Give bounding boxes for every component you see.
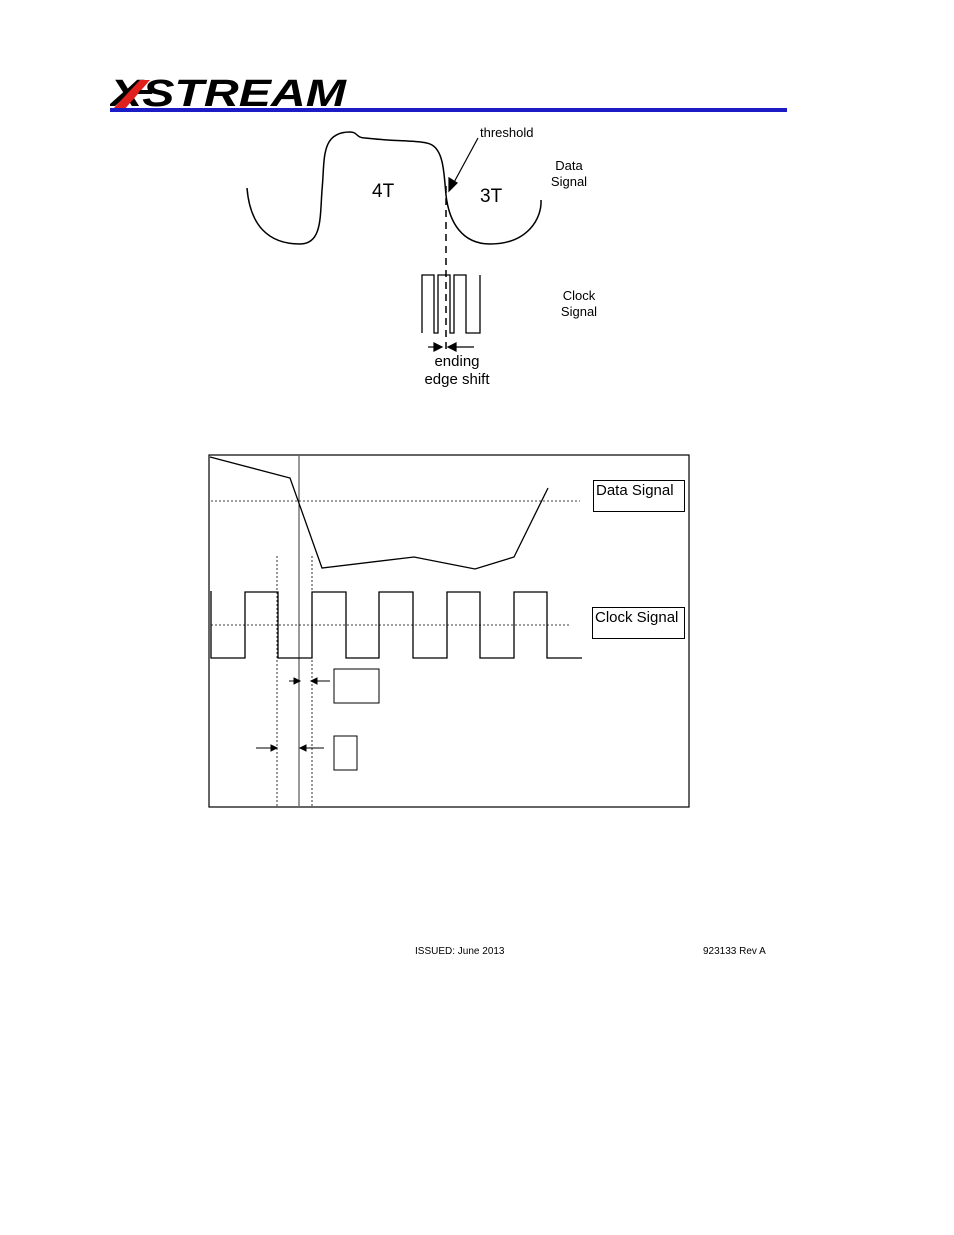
figure1-edge-shift-arrows bbox=[428, 342, 474, 352]
footer-doc-number: 923133 Rev A bbox=[703, 946, 766, 957]
figure1-clock-signal-waveform bbox=[421, 274, 481, 334]
header-rule bbox=[110, 108, 787, 112]
figure2-clock-signal-waveform bbox=[210, 591, 582, 659]
region-3t-label: 3T bbox=[480, 186, 503, 207]
footer-issued: ISSUED: June 2013 bbox=[415, 946, 505, 957]
figure2-upper-value-box bbox=[333, 668, 380, 704]
figure2-lower-shift-arrows bbox=[256, 744, 324, 752]
clock-signal-label-line1: Clock bbox=[562, 288, 596, 303]
data-signal-label-line2: Signal bbox=[550, 174, 588, 189]
figure2-frame bbox=[208, 454, 690, 808]
data-signal-box: Data Signal bbox=[593, 480, 685, 512]
figure2-lower-value-box bbox=[333, 735, 358, 771]
clock-signal-label: Clock Signal bbox=[552, 288, 606, 319]
data-signal-label: Data Signal bbox=[545, 158, 593, 189]
xstream-logo: XSTREAM bbox=[110, 73, 348, 112]
data-signal-label-line1: Data bbox=[555, 158, 583, 173]
edge-shift-label: ending edge shift bbox=[412, 353, 502, 388]
figure1-data-signal-waveform bbox=[246, 131, 542, 245]
figure2-data-signal-waveform bbox=[209, 456, 549, 570]
figure1-threshold-arrow bbox=[448, 137, 479, 193]
clock-signal-label-line2: Signal bbox=[560, 304, 598, 319]
region-4t-label: 4T bbox=[372, 181, 395, 202]
threshold-label: threshold bbox=[480, 125, 534, 140]
edge-shift-label-line2: edge shift bbox=[424, 371, 490, 388]
clock-signal-box: Clock Signal bbox=[592, 607, 685, 639]
edge-shift-label-line1: ending bbox=[434, 353, 480, 370]
figure2-upper-shift-arrows bbox=[289, 677, 330, 685]
